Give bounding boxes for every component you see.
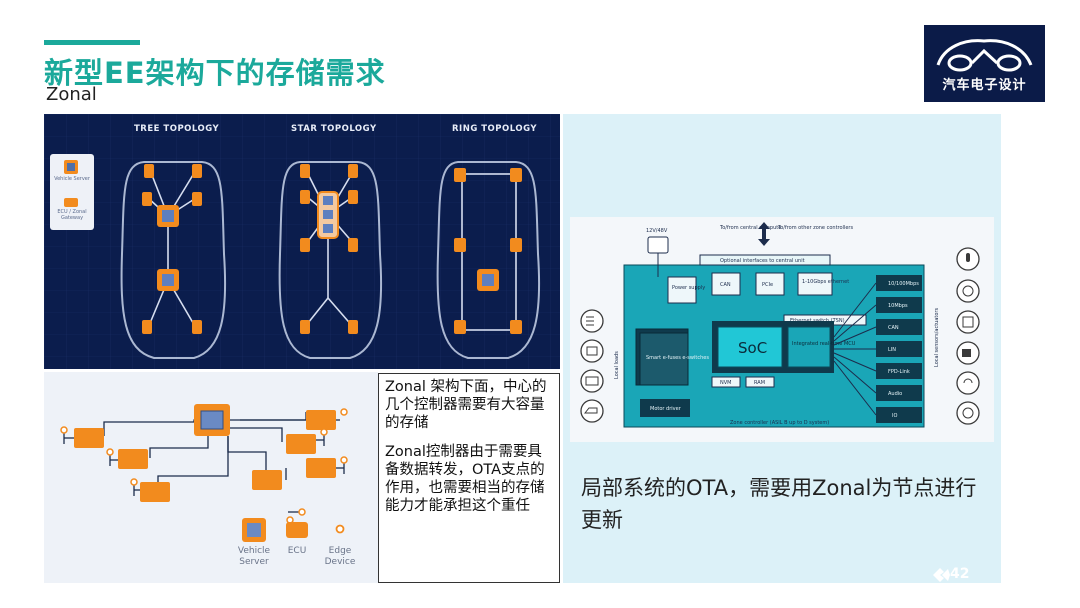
zone-controller-diagram: 12V/48V To/from central compute To/from …	[570, 217, 994, 442]
zone-controller-graphic: 12V/48V To/from central compute To/from …	[580, 222, 980, 428]
wheel-icon	[956, 401, 980, 425]
speaker-icon	[956, 279, 980, 303]
power-supply-label: Power supply	[672, 285, 705, 291]
top-left-label: To/from central compute	[719, 225, 781, 231]
legend-edge-device-label: Edge Device	[324, 546, 356, 567]
page-subtitle: Zonal	[46, 84, 97, 105]
ota-description: 局部系统的OTA，需要用Zonal为节点进行更新	[581, 476, 977, 532]
port-label-1: 10/100Mbps	[888, 281, 919, 287]
touch-sensor-icon	[956, 310, 980, 334]
topology-illustration	[44, 114, 560, 369]
top-right-label: To/from other zone controllers	[777, 225, 853, 231]
storage-explanation-box: Zonal 架构下面，中心的几个控制器需要有大容量的存储 Zonal控制器由于需…	[378, 373, 560, 583]
power-label: 12V/48V	[646, 228, 668, 234]
page-number: 42	[950, 566, 970, 582]
port-label-2: 10Mbps	[888, 303, 908, 309]
nvm-label: NVM	[720, 380, 731, 386]
can-block-label: CAN	[720, 282, 731, 288]
star-topology-label: STAR TOPOLOGY	[291, 124, 377, 134]
ram-label: RAM	[754, 380, 765, 386]
zonal-diagram-panel: Vehicle Server ECU Edge Device	[44, 372, 378, 583]
explanation-para-2: Zonal控制器由于需要具备数据转发，OTA支点的作用，也需要相当的存储能力才能…	[385, 444, 545, 514]
zone-controller-footer: Zone controller (ASIL B up to D system)	[730, 420, 829, 426]
legend-vehicle-server-label: Vehicle Server	[237, 546, 271, 567]
port-label-3: CAN	[888, 325, 899, 331]
smart-fuses-label: Smart e-fuses e-switches	[646, 355, 709, 361]
explanation-para-1: Zonal 架构下面，中心的几个控制器需要有大容量的存储	[385, 379, 547, 431]
ethernet-block-label: 1-10Gbps ethernet	[802, 279, 849, 285]
port-label-4: LIN	[888, 347, 896, 353]
title-accent-line	[44, 40, 140, 45]
zonal-network-diagram	[60, 404, 348, 542]
optional-interfaces-label: Optional interfaces to central unit	[720, 258, 805, 264]
radar-icon	[956, 371, 980, 395]
port-label-5: FPD-Link	[888, 369, 910, 375]
logo-text: 汽车电子设计	[942, 78, 1027, 93]
car-outline-icon	[936, 39, 1033, 72]
legend-ecu-gateway: ECU / Zonal Gateway	[57, 209, 87, 221]
ring-topology-label: RING TOPOLOGY	[452, 124, 538, 134]
local-loads-label: Local loads	[614, 351, 620, 379]
pcie-block-label: PCIe	[762, 282, 773, 288]
page-title: 新型EE架构下的存储需求	[44, 56, 386, 90]
tree-topology-label: TREE TOPOLOGY	[134, 124, 220, 134]
motor-icon	[580, 369, 604, 393]
legend-ecu-label: ECU	[287, 546, 307, 556]
port-label-6: Audio	[888, 391, 902, 397]
soc-label: SoC	[738, 339, 767, 357]
motor-driver-label: Motor driver	[650, 406, 682, 412]
topology-panel: TREE TOPOLOGY STAR TOPOLOGY RING TOPOLOG…	[44, 114, 560, 369]
window-icon	[580, 399, 604, 423]
brand-logo: 汽车电子设计	[924, 25, 1045, 102]
seat-icon	[580, 339, 604, 363]
slide-brand-mark-icon	[933, 568, 950, 582]
port-label-7: IO	[892, 413, 897, 419]
bidirectional-arrow-icon	[758, 222, 770, 246]
local-sensors-label: Local sensors/actuators	[934, 308, 940, 367]
legend-vehicle-server: Vehicle Server	[54, 176, 90, 182]
mcu-label: Integrated real-time MCU	[792, 341, 856, 347]
